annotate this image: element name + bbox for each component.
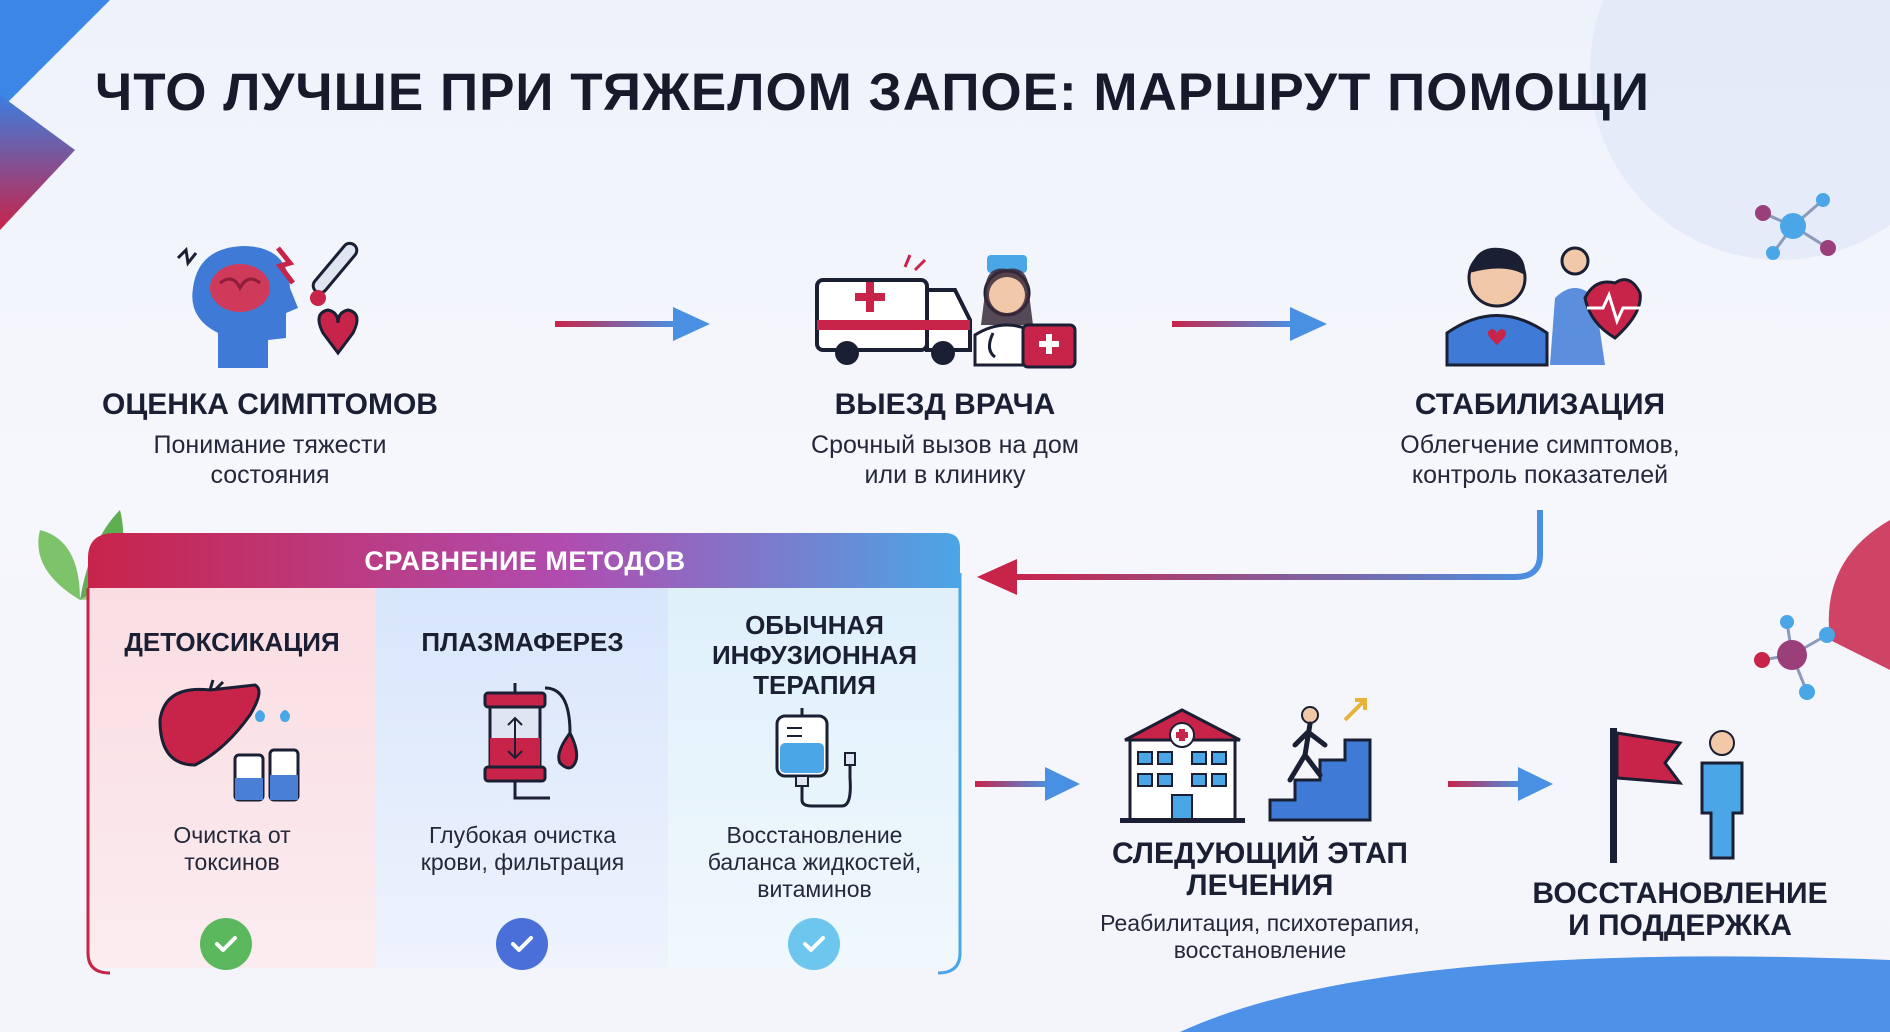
arrow-right-icon	[1172, 307, 1327, 341]
step-desc-stabilization: Облегчение симптомов, контроль показател…	[1400, 431, 1680, 489]
arrow-right-icon	[975, 767, 1080, 801]
method-title-plasmapheresis: ПЛАЗМАФЕРЕЗ	[421, 627, 624, 657]
hospital-stairs-icon	[1120, 698, 1372, 823]
comparison-panel-frame	[86, 533, 962, 975]
recovery-title: ВОССТАНОВЛЕНИЕ И ПОДДЕРЖКА	[1532, 877, 1828, 942]
next-stage-title: СЛЕДУЮЩИЙ ЭТАП ЛЕЧЕНИЯ	[1112, 837, 1408, 902]
liver-vials-icon	[158, 679, 300, 802]
method-desc-detox: Очистка от токсинов	[173, 822, 291, 875]
corner-decoration-top-left	[0, 0, 110, 230]
check-icon	[788, 918, 840, 970]
method-desc-plasmapheresis: Глубокая очистка крови, фильтрация	[420, 822, 625, 875]
step-desc-symptoms: Понимание тяжести состояния	[153, 431, 387, 489]
bottom-wave-decoration	[1180, 956, 1890, 1032]
plasma-filter-icon	[483, 683, 579, 800]
iv-drip-bag-icon	[775, 708, 856, 808]
corner-decoration-right	[1828, 520, 1890, 670]
check-icon	[200, 918, 252, 970]
next-stage-desc: Реабилитация, психотерапия, восстановлен…	[1100, 910, 1420, 963]
step-title-symptoms: ОЦЕНКА СИМПТОМОВ	[102, 388, 438, 421]
patient-heart-care-icon	[1445, 246, 1642, 367]
method-desc-infusion: Восстановление баланса жидкостей, витами…	[707, 822, 922, 902]
ambulance-doctor-icon	[815, 254, 1077, 369]
flag-person-icon	[1610, 728, 1744, 863]
return-arrow-icon	[977, 510, 1543, 595]
page-title: ЧТО ЛУЧШЕ ПРИ ТЯЖЕЛОМ ЗАПОЕ: МАРШРУТ ПОМ…	[95, 63, 1650, 122]
arrow-right-icon	[555, 307, 710, 341]
molecule-icon-top	[1755, 193, 1836, 260]
arrow-right-icon	[1448, 767, 1553, 801]
method-title-infusion: ОБЫЧНАЯ ИНФУЗИОННАЯ ТЕРАПИЯ	[711, 610, 918, 700]
comparison-header: СРАВНЕНИЕ МЕТОДОВ	[364, 546, 686, 576]
step-title-doctor-visit: ВЫЕЗД ВРАЧА	[834, 388, 1056, 421]
method-title-detox: ДЕТОКСИКАЦИЯ	[124, 627, 340, 657]
step-desc-doctor-visit: Срочный вызов на дом или в клинику	[811, 431, 1079, 489]
check-icon	[496, 918, 548, 970]
molecule-icon-bottom	[1754, 615, 1835, 700]
head-brain-thermometer-heart-icon	[176, 241, 359, 368]
step-title-stabilization: СТАБИЛИЗАЦИЯ	[1414, 388, 1666, 421]
top-right-circle-decoration	[1590, 0, 1890, 260]
